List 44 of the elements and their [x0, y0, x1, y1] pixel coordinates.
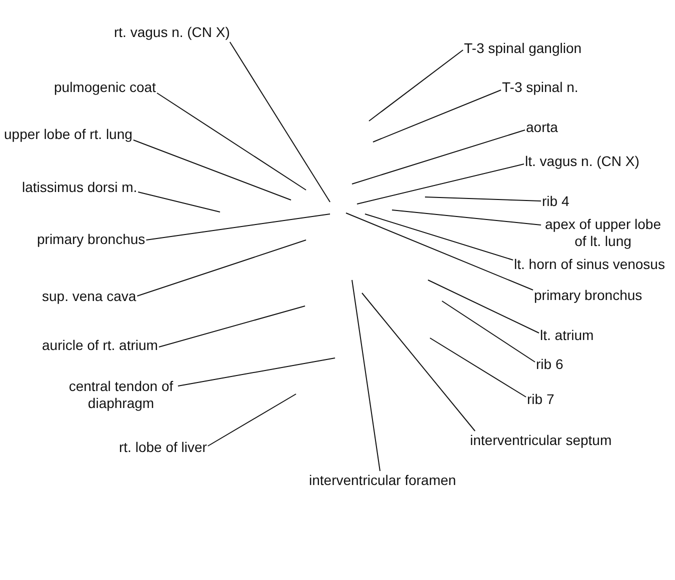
part-label: T-3 spinal ganglion	[464, 40, 582, 57]
part-label: upper lobe of rt. lung	[4, 126, 132, 143]
part-label: rt. vagus n. (CN X)	[114, 24, 230, 41]
leader-line	[158, 306, 306, 348]
part-label: pulmogenic coat	[54, 79, 156, 96]
leader-line	[430, 338, 526, 398]
part-label: rib 6	[536, 356, 564, 373]
leader-line	[356, 164, 524, 204]
part-label: latissimus dorsi m.	[22, 179, 138, 196]
part-label: aorta	[526, 119, 558, 136]
part-label: primary bronchus	[534, 287, 642, 304]
leader-line	[368, 50, 464, 122]
leader-line	[424, 196, 542, 202]
leader-line	[156, 92, 306, 190]
part-label: apex of upper lobe of lt. lung	[542, 216, 664, 250]
leader-line	[352, 280, 380, 472]
part-label: central tendon of diaphragm	[65, 378, 177, 412]
leader-line	[362, 292, 476, 432]
leader-line	[428, 280, 540, 334]
leader-line	[178, 358, 336, 386]
leader-line	[146, 214, 330, 240]
part-label: lt. vagus n. (CN X)	[525, 153, 640, 170]
part-label: sup. vena cava	[42, 288, 136, 305]
leader-line	[132, 140, 292, 200]
part-label: interventricular septum	[470, 432, 612, 449]
leader-line	[352, 130, 526, 184]
leader-line	[364, 214, 514, 260]
part-label: rt. lobe of liver	[119, 439, 207, 456]
leader-line	[229, 42, 330, 202]
leader-line	[207, 394, 296, 446]
leader-line	[138, 192, 220, 212]
part-label: T-3 spinal n.	[502, 79, 578, 96]
leader-line	[346, 212, 534, 290]
leader-line	[442, 300, 536, 362]
part-label: lt. atrium	[540, 327, 594, 344]
part-label: primary bronchus	[37, 231, 146, 248]
leader-line	[392, 210, 542, 226]
part-label: rib 7	[527, 391, 554, 408]
part-label: interventricular foramen	[309, 472, 456, 489]
leader-line	[136, 240, 306, 296]
part-label: auricle of rt. atrium	[42, 337, 158, 354]
leader-line	[372, 90, 502, 142]
part-label: rib 4	[542, 193, 570, 210]
part-label: lt. horn of sinus venosus	[514, 256, 665, 273]
